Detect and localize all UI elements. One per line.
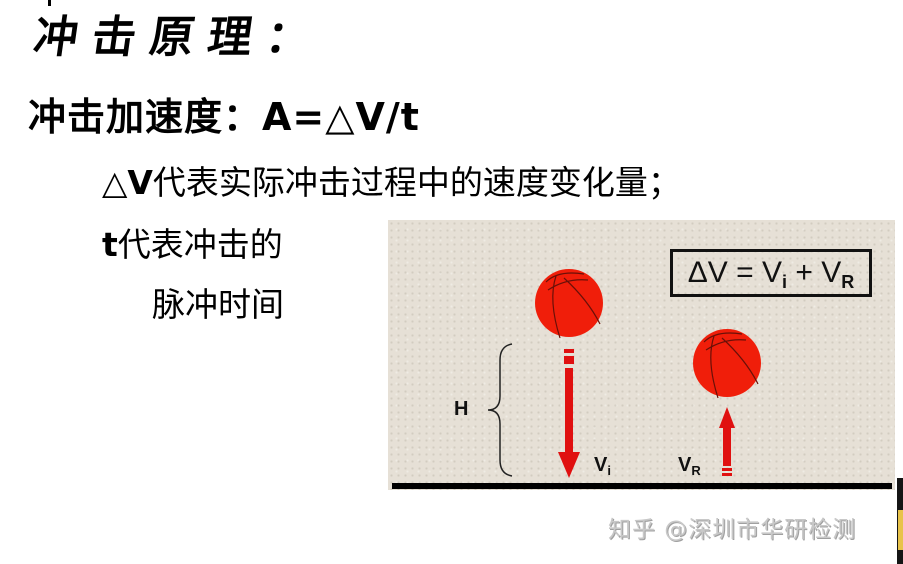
eq-plus: + [787,256,822,289]
eq-equals: = [727,256,762,289]
eq-v1-sub: i [782,272,788,292]
edge-tick [48,0,51,6]
delta-v-symbol: △V [102,163,153,202]
edge-accent [898,510,903,550]
rebound-velocity-label: VR [678,454,701,478]
eq-v2-sub: R [841,272,855,292]
t-description: t代表冲击的 [102,222,283,268]
eq-v1: V [762,256,783,289]
impact-velocity-label: Vi [594,454,611,478]
formula-label: 冲击加速度： [28,95,263,139]
delta-v-text: 代表实际冲击过程中的速度变化量； [152,163,681,202]
ground-line [392,483,892,489]
t-symbol: t [102,225,118,264]
eq-lhs: ΔV [687,256,728,289]
t-text-line1: 代表冲击的 [117,225,283,264]
rebound-arrow-icon [719,407,735,476]
diagram-graphics [392,269,892,489]
formula-expression: A=△V/t [262,95,420,139]
height-brace-icon [487,343,513,477]
impact-sub: i [607,463,611,478]
rebound-sub: R [691,463,701,478]
impact-diagram: ΔV = Vi + VR H Vi VR [388,220,895,490]
formula-heading: 冲击加速度：A=△V/t [28,92,420,142]
delta-v-equation: ΔV = Vi + VR [670,249,872,297]
eq-v2: V [821,256,842,289]
impact-arrow-icon [558,349,580,478]
rebound-ball-icon [693,329,761,399]
falling-ball-icon [535,269,603,339]
t-description-line2: 脉冲时间 [152,285,284,324]
height-label: H [454,398,469,420]
slide-title: 冲击原理： [30,12,328,63]
delta-v-description: △V代表实际冲击过程中的速度变化量； [102,160,681,206]
impact-v: V [594,454,608,476]
rebound-v: V [678,454,692,476]
watermark: 知乎 @深圳市华研检测 [608,517,857,543]
